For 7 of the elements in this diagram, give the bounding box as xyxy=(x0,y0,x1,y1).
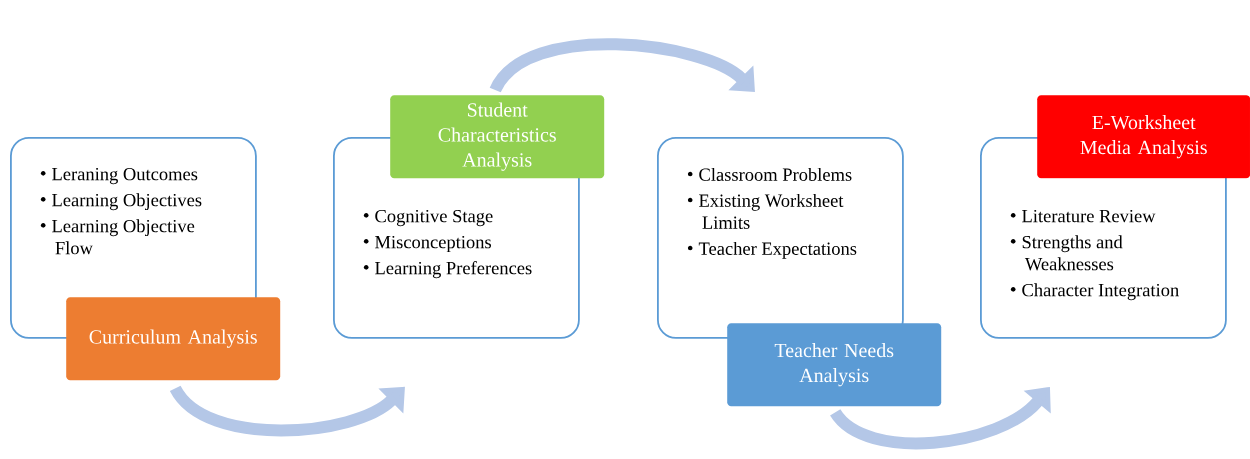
header-box: Student Characteristics Analysis xyxy=(390,95,605,179)
header-box: Curriculum Analysis xyxy=(66,297,281,381)
header-box: E-Worksheet Media Analysis xyxy=(1037,95,1250,179)
content-box: Classroom Problems Existing Worksheet Limits Teacher Expectations xyxy=(657,137,904,339)
header-box: Teacher Needs Analysis xyxy=(727,323,942,407)
curved-arrow xyxy=(170,384,405,437)
curved-arrow xyxy=(490,38,755,94)
